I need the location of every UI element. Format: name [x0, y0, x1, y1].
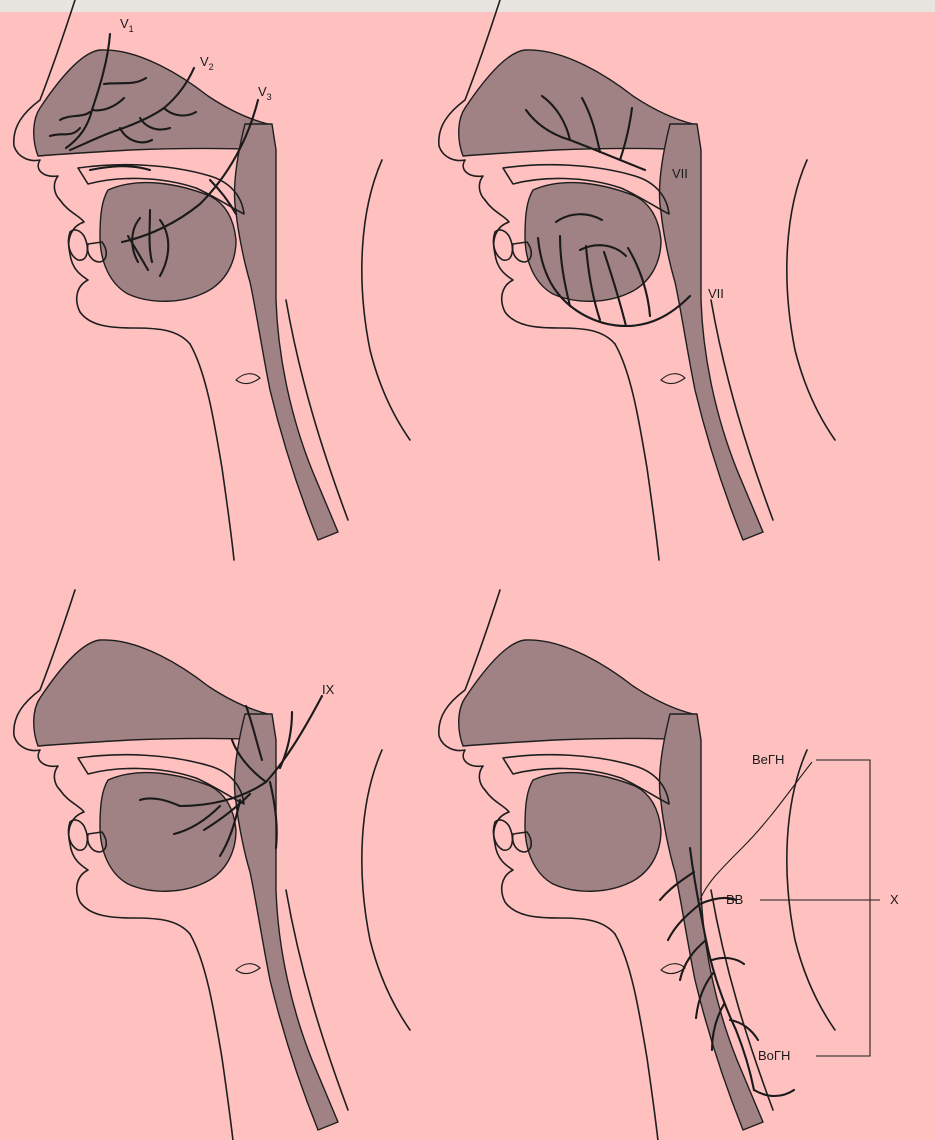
label-v3: V3	[258, 84, 272, 102]
top-band	[0, 0, 935, 12]
label-vv: ВВ	[726, 892, 743, 907]
label-vogn: ВоГН	[758, 1048, 790, 1063]
panel-vagus: ВеГН ВВ ВоГН X	[439, 590, 899, 1140]
label-v2: V2	[200, 54, 214, 72]
label-v1: V1	[120, 16, 134, 34]
label-vegn: ВеГН	[752, 752, 784, 767]
panel-trigeminal: V1 V2 V3	[14, 0, 410, 560]
panel-glossopharyngeal: IX	[14, 590, 410, 1140]
label-ix: IX	[322, 682, 335, 697]
panel-facial: VII VII	[439, 0, 835, 560]
label-vii-upper: VII	[672, 166, 688, 181]
x-bracket	[760, 760, 880, 1056]
label-vii-lower: VII	[708, 286, 724, 301]
label-x: X	[890, 892, 899, 907]
